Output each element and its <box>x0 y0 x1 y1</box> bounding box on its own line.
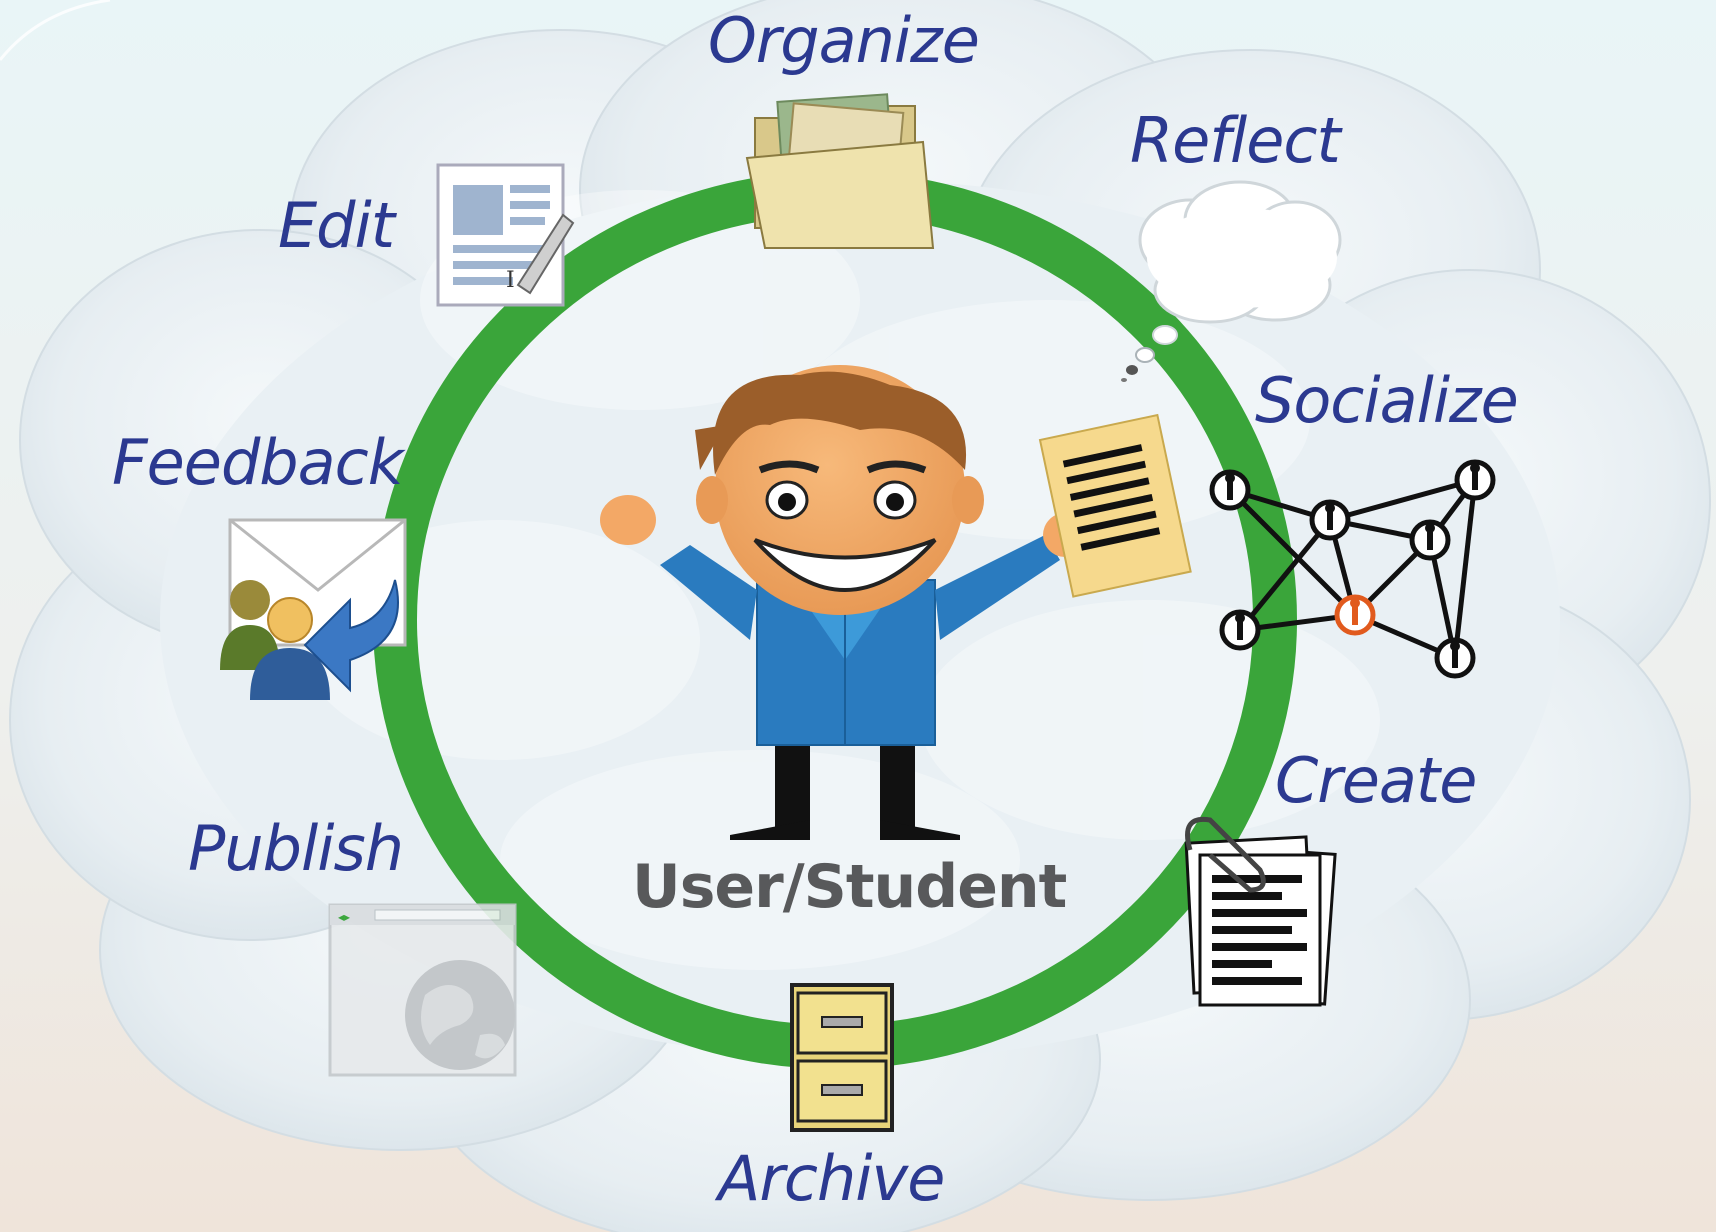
label-feedback: Feedback <box>112 426 404 499</box>
thought-cloud-icon <box>1121 180 1342 382</box>
svg-text:◂▸: ◂▸ <box>338 910 350 924</box>
folder-icon <box>745 93 935 249</box>
person-legs <box>730 740 960 840</box>
label-edit: Edit <box>278 189 395 262</box>
held-paper-icon <box>1038 413 1192 598</box>
clipped-documents-icon <box>1184 816 1337 1007</box>
label-reflect: Reflect <box>1130 104 1341 177</box>
label-create: Create <box>1275 744 1477 817</box>
label-organize: Organize <box>708 4 980 77</box>
corner-arc <box>0 0 111 61</box>
svg-text:I: I <box>506 268 515 293</box>
person-illustration <box>600 365 1192 840</box>
label-publish: Publish <box>188 812 404 885</box>
edit-document-icon: I <box>436 163 575 307</box>
filing-cabinet-icon <box>790 983 894 1132</box>
social-network-icon <box>1209 459 1496 679</box>
label-socialize: Socialize <box>1255 364 1519 437</box>
label-archive: Archive <box>718 1142 945 1215</box>
web-browser-globe-icon: ◂▸ <box>328 903 517 1077</box>
mail-reply-users-icon <box>220 518 407 700</box>
center-label: User/Student <box>632 852 1067 922</box>
